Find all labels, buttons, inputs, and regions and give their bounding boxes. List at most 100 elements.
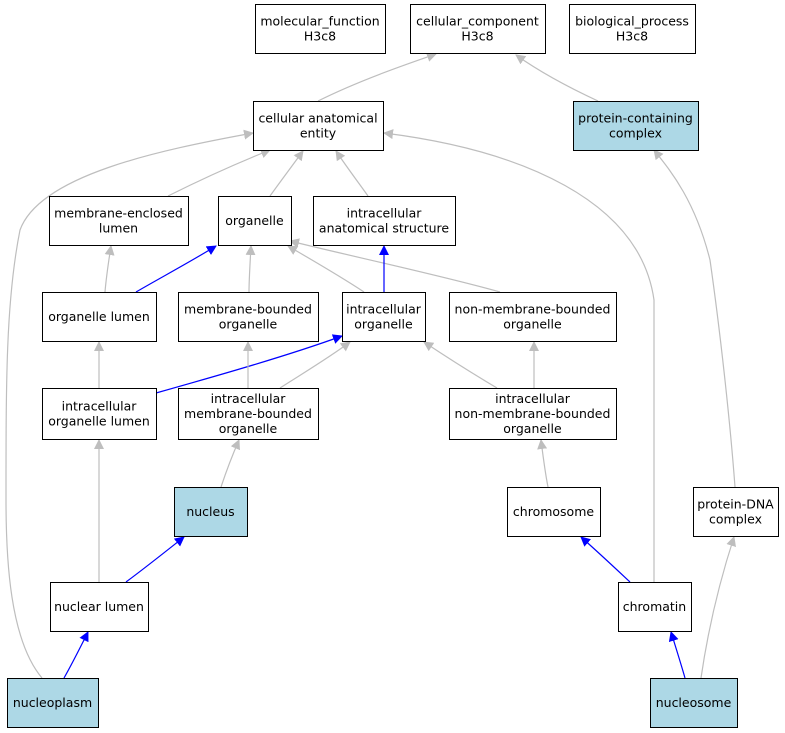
node-label-line: biological_process — [575, 14, 689, 29]
edge-line — [287, 245, 365, 293]
node-box[interactable] — [174, 487, 248, 537]
edge-line — [5, 129, 254, 679]
node-box[interactable] — [449, 388, 617, 440]
node-label-line: non-membrane-bounded — [455, 406, 611, 421]
edge-non-membrane-bounded-organelle-to-organelle — [289, 238, 501, 293]
node-box[interactable] — [507, 487, 601, 537]
node-box[interactable] — [449, 292, 617, 342]
edge-line — [515, 54, 599, 102]
node-label-line: organelle — [503, 317, 562, 332]
node-label-line: H3c8 — [461, 29, 493, 44]
edge-line — [335, 150, 369, 197]
node-label-line: organelle — [219, 317, 278, 332]
node-box[interactable] — [178, 292, 319, 342]
node-box[interactable] — [410, 4, 546, 54]
node-box[interactable] — [178, 388, 319, 440]
node-label-line: nucleosome — [656, 695, 732, 710]
edge-layer — [5, 52, 736, 679]
node-box[interactable] — [569, 4, 696, 54]
node-label-line: nucleus — [186, 504, 234, 519]
edge-line — [220, 439, 240, 488]
node-organelle[interactable]: organelle — [218, 196, 292, 246]
node-label-line: cellular_component — [416, 14, 539, 29]
node-box[interactable] — [693, 487, 779, 537]
node-label-line: chromosome — [513, 504, 594, 519]
node-label-line: complex — [609, 126, 662, 141]
node-box[interactable] — [7, 678, 99, 728]
node-box[interactable] — [253, 101, 384, 151]
edge-line — [104, 245, 115, 293]
edge-nucleoplasm-to-cellular-anatomical-entity — [5, 129, 254, 679]
edge-line — [269, 150, 304, 197]
edge-line — [135, 245, 217, 293]
node-label-line: intracellular — [211, 391, 287, 406]
node-box[interactable] — [255, 4, 386, 54]
edge-protein-dna-complex-to-protein-containing-complex — [653, 149, 736, 488]
node-box[interactable] — [618, 582, 692, 632]
edge-line — [167, 148, 271, 197]
node-label-line: membrane-bounded — [184, 302, 312, 317]
edge-line — [700, 536, 736, 679]
node-nucleus[interactable]: nucleus — [174, 487, 248, 537]
edge-chromosome-to-intracellular-non-membrane-bounded-organelle — [537, 439, 549, 488]
node-label-line: organelle — [503, 421, 562, 436]
edge-intracellular-anatomical-structure-to-cellular-anatomical-entity — [335, 150, 369, 197]
node-label-line: molecular_function — [260, 14, 379, 29]
node-box[interactable] — [313, 196, 456, 246]
node-box[interactable] — [49, 196, 189, 246]
node-label-line: complex — [709, 512, 762, 527]
node-label-line: protein-containing — [578, 111, 693, 126]
node-label-line: chromatin — [623, 599, 686, 614]
node-box[interactable] — [50, 582, 149, 632]
node-chromosome[interactable]: chromosome — [507, 487, 601, 537]
edge-intracellular-non-membrane-bounded-organelle-to-intracellular-organelle — [423, 341, 498, 389]
node-label-line: intracellular — [62, 399, 138, 414]
edge-line — [537, 439, 549, 488]
edge-membrane-enclosed-lumen-to-cellular-anatomical-entity — [167, 148, 271, 197]
node-nucleoplasm[interactable]: nucleoplasm — [7, 678, 99, 728]
node-label-line: organelle lumen — [48, 414, 150, 429]
node-label-line: cellular anatomical — [258, 111, 377, 126]
node-box[interactable] — [42, 292, 157, 342]
edge-line — [125, 536, 185, 583]
edge-intracellular-organelle-to-organelle — [287, 245, 365, 293]
node-label-line: membrane-enclosed — [54, 206, 183, 221]
node-box[interactable] — [650, 678, 738, 728]
node-nuclear-lumen[interactable]: nuclear lumen — [50, 582, 149, 632]
edge-organelle-lumen-to-membrane-enclosed-lumen — [104, 245, 115, 293]
node-nucleosome[interactable]: nucleosome — [650, 678, 738, 728]
edge-line — [155, 334, 343, 394]
node-box[interactable] — [573, 101, 699, 151]
node-label-line: protein-DNA — [697, 497, 774, 512]
node-intracellular-non-membrane-bounded-organelle[interactable]: intracellularnon-membrane-boundedorganel… — [449, 388, 617, 440]
edge-line — [383, 129, 655, 582]
edge-chromatin-to-chromosome — [580, 536, 631, 583]
edge-organelle-lumen-to-organelle — [135, 245, 217, 293]
node-box[interactable] — [42, 388, 157, 440]
node-label-line: H3c8 — [304, 29, 336, 44]
edge-line — [317, 52, 437, 102]
edge-nucleoplasm-to-nuclear-lumen — [63, 631, 89, 679]
node-box[interactable] — [218, 196, 292, 246]
node-organelle-lumen[interactable]: organelle lumen — [42, 292, 157, 342]
node-box[interactable] — [342, 292, 426, 342]
node-label-line: organelle — [219, 421, 278, 436]
node-label-line: non-membrane-bounded — [455, 302, 611, 317]
node-chromatin[interactable]: chromatin — [618, 582, 692, 632]
edge-line — [289, 238, 501, 293]
node-label-line: intracellular — [347, 206, 423, 221]
edge-intracellular-organelle-lumen-to-intracellular-organelle — [155, 334, 343, 394]
